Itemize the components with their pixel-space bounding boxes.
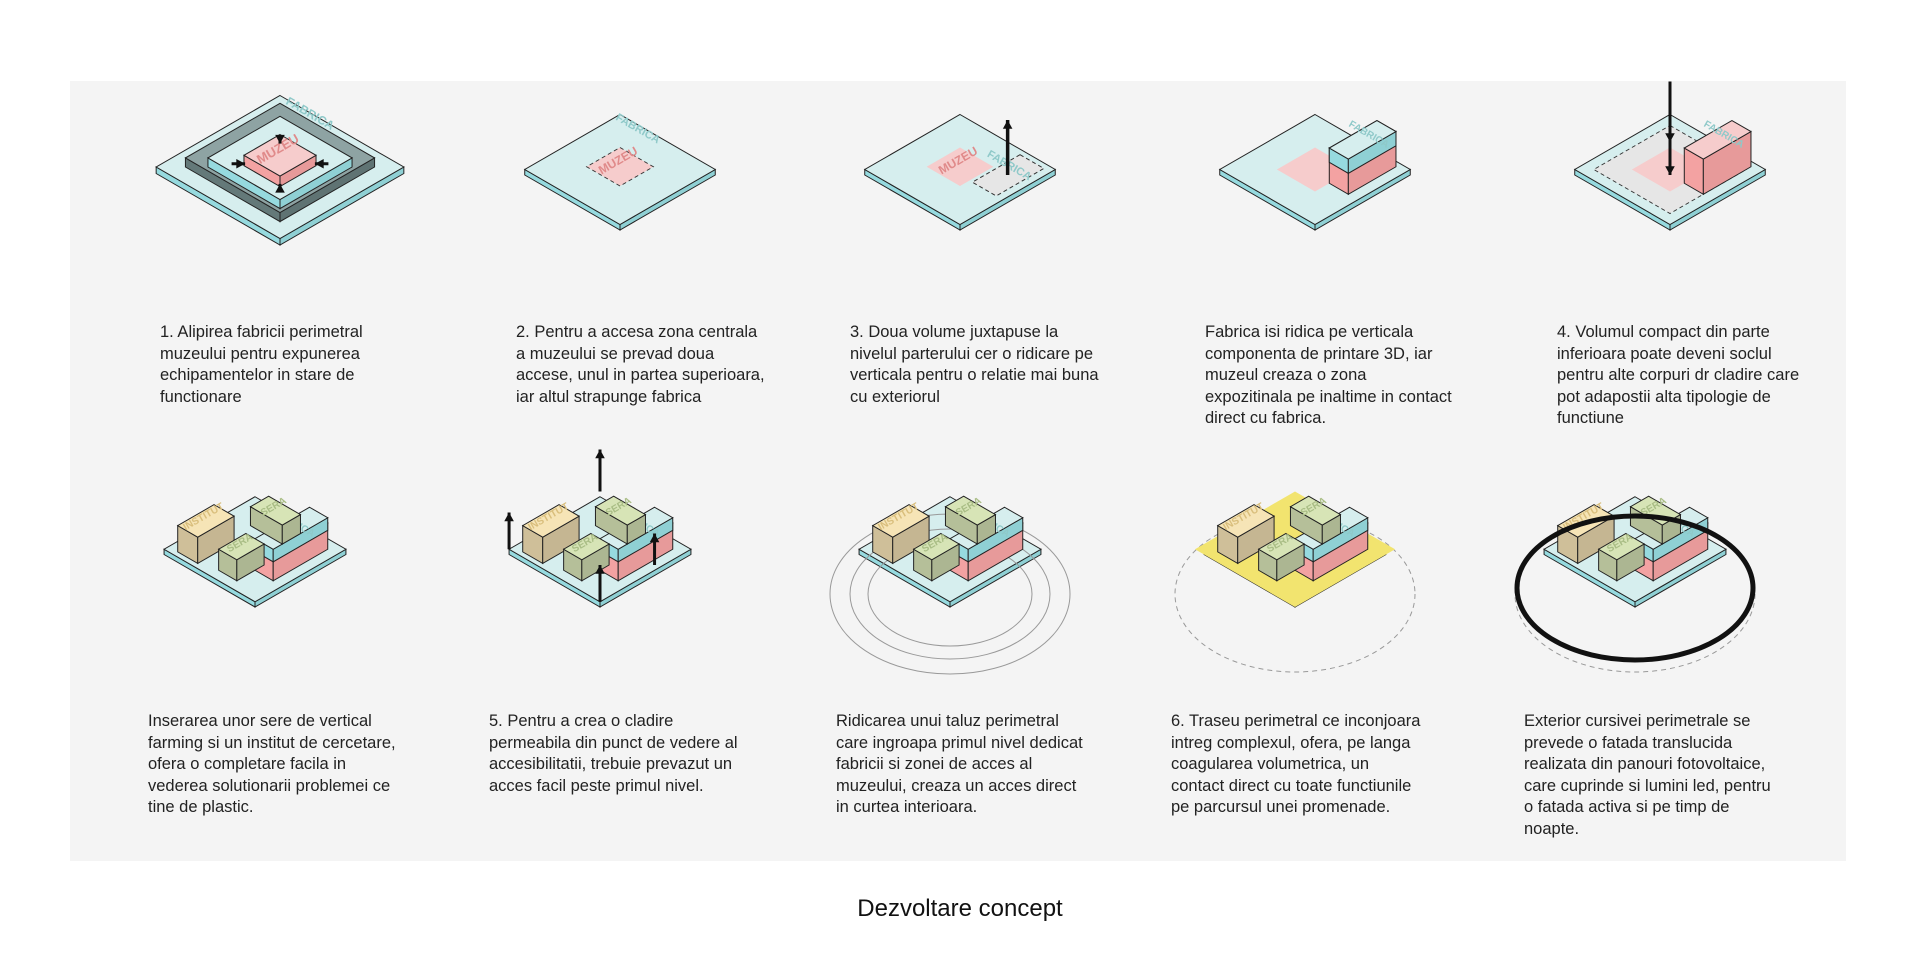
museum-block-top — [242, 133, 318, 177]
greenhouse-2-top — [1257, 532, 1306, 561]
greenhouse-1-top — [1289, 495, 1342, 526]
diagram-4-3d-printing-tower: FABRICA — [1218, 113, 1412, 231]
step-caption-5: 4. Volumul compact din parte inferioara … — [1557, 323, 1800, 427]
printing-tower-top — [1683, 119, 1752, 160]
greenhouse-2-top — [1597, 532, 1646, 561]
step-caption-7: 5. Pentru a crea o cladire permeabila di… — [489, 712, 738, 795]
down-arrow-2-head — [1665, 166, 1675, 175]
step-caption-4: Fabrica isi ridica pe verticala componen… — [1205, 323, 1452, 427]
access-arrow-1-head — [504, 512, 514, 522]
access-arrow-4-head — [649, 533, 660, 543]
greenhouse-2-top — [217, 532, 266, 561]
institute-block-top — [871, 504, 931, 538]
lift-arrow-head — [1002, 120, 1013, 129]
step-caption-1: 1. Alipirea fabricii perimetral muzeului… — [160, 323, 363, 406]
greenhouse-1-top — [249, 495, 302, 526]
arrow-2-head — [314, 158, 324, 169]
diagram-5-compact-base: FABRICA — [1573, 81, 1767, 231]
institute-block-top — [521, 504, 581, 538]
step-caption-3: 3. Doua volume juxtapuse la nivelul part… — [850, 323, 1099, 406]
institute-block-top — [1216, 504, 1276, 538]
page-title: Dezvoltare concept — [857, 895, 1063, 922]
greenhouse-2-top — [912, 532, 961, 561]
access-arrow-3-head — [595, 449, 605, 459]
greenhouse-2-top — [562, 532, 611, 561]
contour-2 — [849, 528, 1051, 660]
arrow-4-head — [275, 183, 285, 193]
greenhouse-1-top — [594, 495, 647, 526]
greenhouse-1-top — [944, 495, 997, 526]
access-arrow-2-head — [595, 565, 605, 574]
step-caption-6: Inserarea unor sere de vertical farming … — [148, 712, 396, 816]
step-caption-9: 6. Traseu perimetral ce inconjoara intre… — [1171, 712, 1421, 816]
arrow-1-head — [275, 134, 285, 144]
arrow-3-head — [236, 158, 246, 169]
factory-top-top — [1328, 119, 1397, 160]
step-caption-2: 2. Pentru a accesa zona centrala a muzeu… — [516, 323, 765, 406]
hatched-zone — [971, 154, 1045, 197]
institute-block-top — [176, 504, 236, 538]
translucent-facade-ribbon — [1514, 513, 1756, 663]
step-caption-8: Ridicarea unui taluz perimetral care ing… — [836, 712, 1083, 816]
step-caption-10: Exterior cursivei perimetrale se prevede… — [1524, 712, 1771, 838]
